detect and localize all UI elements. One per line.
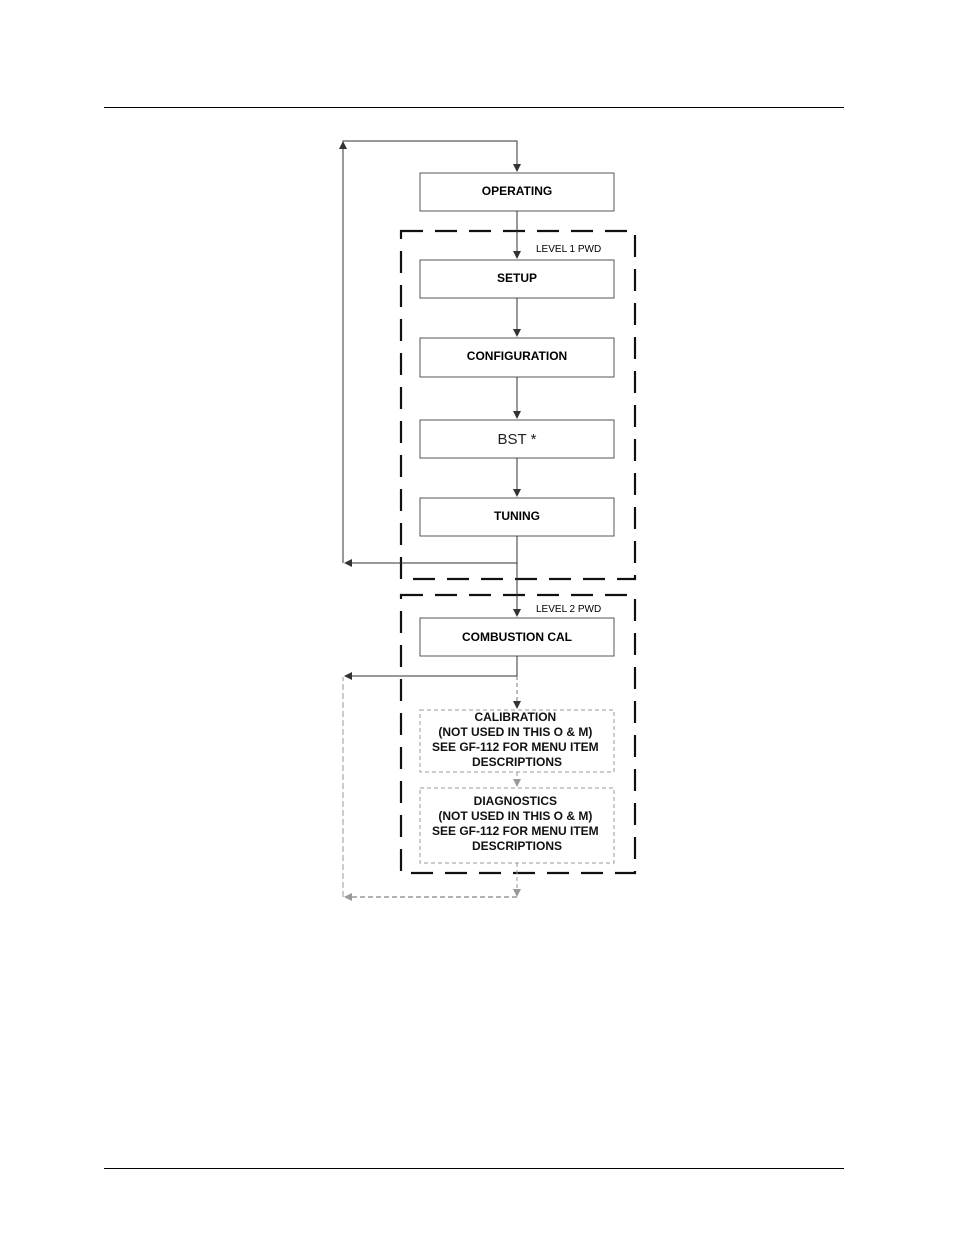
calibration-line-2: (NOT USED IN THIS O & M)	[438, 725, 592, 739]
calibration-line-1: CALIBRATION	[474, 710, 556, 724]
diagnostics-line-2: (NOT USED IN THIS O & M)	[438, 809, 592, 823]
diagnostics-line-3: SEE GF-112 FOR MENU ITEM	[432, 824, 599, 838]
level1-label: LEVEL 1 PWD	[536, 244, 601, 255]
calibration-line-4: DESCRIPTIONS	[472, 755, 562, 769]
level2-label: LEVEL 2 PWD	[536, 604, 601, 615]
calibration-line-3: SEE GF-112 FOR MENU ITEM	[432, 740, 599, 754]
bst-label: BST *	[498, 431, 537, 448]
diagnostics-line-1: DIAGNOSTICS	[474, 794, 557, 808]
combustion-cal-label: COMBUSTION CAL	[462, 630, 572, 644]
tuning-label: TUNING	[494, 509, 540, 523]
operating-label: OPERATING	[482, 184, 552, 198]
setup-label: SETUP	[497, 271, 537, 285]
diagnostics-line-4: DESCRIPTIONS	[472, 839, 562, 853]
configuration-label: CONFIGURATION	[467, 349, 567, 363]
